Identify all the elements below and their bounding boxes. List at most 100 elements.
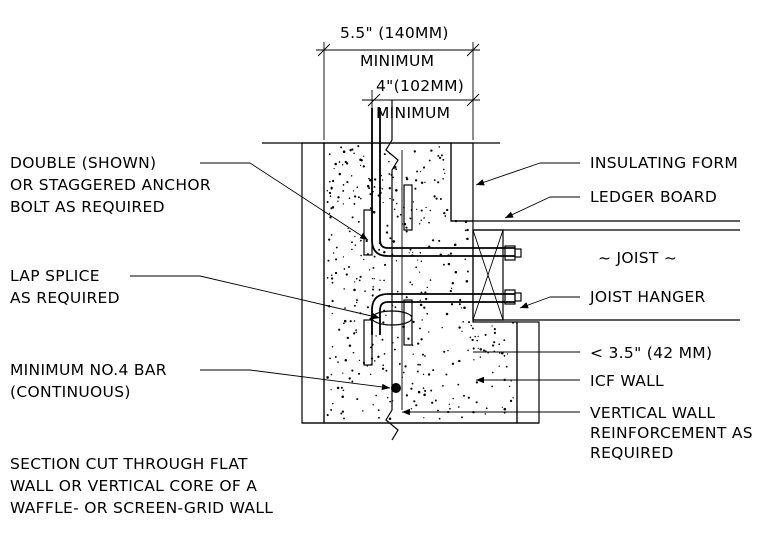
concrete-dot	[421, 353, 425, 356]
concrete-dot	[330, 277, 334, 280]
concrete-dot	[425, 297, 428, 301]
concrete-dot	[402, 371, 405, 374]
concrete-dot	[343, 288, 345, 290]
concrete-dot	[388, 160, 390, 163]
concrete-dot	[412, 320, 415, 324]
concrete-dot	[459, 298, 462, 302]
concrete-dot	[444, 172, 446, 174]
concrete-dot	[419, 363, 421, 366]
joist-hanger	[472, 229, 504, 321]
concrete-dot	[389, 237, 392, 240]
concrete-dot	[420, 209, 423, 212]
concrete-dot	[397, 336, 399, 339]
concrete-dot	[365, 239, 368, 243]
concrete-dot	[344, 307, 346, 309]
concrete-dot	[379, 279, 381, 281]
concrete-dot	[503, 355, 506, 357]
concrete-dot	[388, 173, 391, 175]
concrete-dot	[424, 389, 427, 392]
concrete-dot	[336, 386, 340, 390]
concrete-dot	[448, 403, 450, 405]
concrete-dot	[344, 358, 348, 362]
concrete-dot	[371, 277, 374, 280]
dim-overall-value: 5.5" (140MM)	[340, 24, 449, 42]
concrete-dot	[351, 380, 354, 383]
concrete-dot	[369, 179, 372, 182]
concrete-dot	[328, 212, 331, 215]
concrete-dot	[464, 229, 467, 232]
concrete-dot	[354, 281, 356, 283]
concrete-dot	[360, 254, 362, 257]
concrete-dot	[378, 248, 381, 251]
concrete-dot	[413, 150, 416, 153]
concrete-dot	[435, 197, 438, 200]
concrete-dot	[491, 371, 494, 374]
concrete-dot	[444, 215, 447, 217]
concrete-dot	[386, 224, 389, 227]
concrete-dot	[491, 385, 494, 388]
left-labels: DOUBLE (SHOWN) OR STAGGERED ANCHOR BOLT …	[10, 154, 211, 401]
concrete-dot	[407, 337, 410, 340]
concrete-dot	[366, 184, 370, 188]
label-icf-wall: ICF WALL	[590, 372, 664, 390]
label-insulating-form: INSULATING FORM	[590, 154, 738, 172]
concrete-dot	[450, 287, 453, 290]
concrete-dot	[386, 397, 389, 399]
right-labels: INSULATING FORM LEDGER BOARD ~ JOIST ~ J…	[589, 154, 753, 462]
concrete-dot	[474, 335, 476, 338]
concrete-dot	[348, 197, 351, 200]
concrete-dot	[346, 336, 349, 340]
concrete-dot	[374, 360, 376, 362]
concrete-dot	[382, 364, 385, 367]
concrete-dot	[396, 215, 399, 218]
concrete-dot	[355, 329, 357, 331]
concrete-dot	[373, 185, 376, 188]
concrete-dot	[475, 401, 478, 404]
concrete-dot	[437, 154, 440, 157]
concrete-dot	[373, 278, 375, 280]
concrete-dot	[422, 387, 425, 389]
concrete-dot	[342, 184, 345, 186]
concrete-dot	[328, 238, 331, 241]
concrete-dot	[328, 191, 332, 195]
concrete-dot	[342, 150, 346, 153]
concrete-dot	[449, 407, 451, 410]
concrete-dot	[424, 291, 427, 294]
concrete-dot	[442, 158, 445, 161]
concrete-dot	[442, 263, 445, 266]
concrete-dot	[432, 369, 435, 372]
concrete-dot	[360, 197, 362, 200]
label-bar-1: MINIMUM NO.4 BAR	[10, 361, 167, 379]
dim-overall-qualifier: MINIMUM	[360, 52, 434, 70]
concrete-dot	[405, 226, 408, 229]
concrete-dot	[366, 365, 368, 367]
concrete-dot	[461, 330, 463, 332]
concrete-dot	[505, 365, 508, 368]
concrete-dot	[331, 299, 334, 303]
concrete-dot	[437, 409, 439, 412]
concrete-dot	[426, 312, 429, 315]
concrete-dot	[330, 408, 333, 411]
label-bar-2: (CONTINUOUS)	[10, 383, 131, 401]
label-anchor-2: OR STAGGERED ANCHOR	[10, 176, 211, 194]
concrete-dot	[393, 348, 396, 351]
concrete-dot	[484, 333, 487, 336]
concrete-dot	[433, 179, 436, 181]
concrete-dot	[372, 210, 376, 214]
concrete-dot	[408, 252, 410, 254]
concrete-dot	[423, 217, 425, 219]
concrete-dot	[508, 385, 511, 388]
concrete-dot	[412, 353, 414, 355]
concrete-dot	[383, 353, 386, 355]
concrete-dot	[450, 303, 454, 306]
concrete-dot	[443, 350, 446, 353]
concrete-dot	[340, 412, 343, 415]
concrete-dot	[453, 243, 457, 247]
concrete-dot	[420, 260, 423, 263]
concrete-dot	[433, 195, 436, 198]
concrete-dot	[419, 251, 422, 254]
concrete-dot	[351, 248, 353, 251]
concrete-dot	[355, 301, 358, 304]
concrete-dot	[409, 217, 411, 219]
concrete-dot	[345, 273, 348, 276]
